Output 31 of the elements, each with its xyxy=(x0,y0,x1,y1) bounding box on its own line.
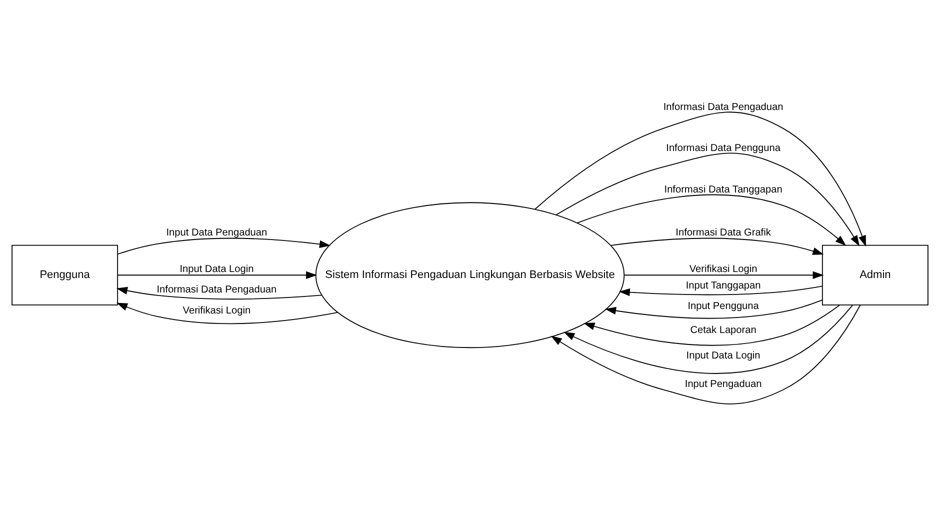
arrow xyxy=(610,238,824,255)
edge-label: Input Data Pengaduan xyxy=(166,227,268,238)
arrow xyxy=(564,304,853,374)
node-box: Pengguna xyxy=(12,244,118,306)
edge-label: Verifikasi Login xyxy=(182,305,251,316)
edge-label: Input Data Login xyxy=(686,350,760,362)
arrow xyxy=(116,286,322,300)
arrow xyxy=(116,302,338,324)
arrow xyxy=(604,300,823,319)
edge-label: Informasi Data Grafik xyxy=(676,227,771,238)
edge-label: Informasi Data Tanggapan xyxy=(664,184,782,196)
edge-label: Input Tanggapan xyxy=(686,280,761,292)
edge-label: Informasi Data Pengaduan xyxy=(663,102,784,113)
node-box: Admin xyxy=(822,244,928,306)
edge-label: Informasi Data Pengguna xyxy=(666,143,780,154)
arrow xyxy=(534,112,866,247)
edge-label: Verifikasi Login xyxy=(689,264,758,276)
arrow xyxy=(117,238,331,255)
edge-label: Input Pengaduan xyxy=(684,378,762,390)
edge-label: Informasi Data Pengaduan xyxy=(156,284,277,296)
arrow xyxy=(117,271,318,279)
arrow xyxy=(584,304,840,346)
edge-label: Cetak Laporan xyxy=(690,324,756,336)
edge-label: Input Pengguna xyxy=(688,300,759,312)
node-ellipse: Sistem Informasi Pengaduan Lingkungan Berbasis Website xyxy=(315,202,625,348)
arrow xyxy=(550,304,861,404)
edge-label: Input Data Login xyxy=(180,264,254,276)
arrow xyxy=(624,271,824,279)
arrow xyxy=(576,194,846,246)
arrow xyxy=(618,286,823,296)
arrow xyxy=(556,152,860,246)
